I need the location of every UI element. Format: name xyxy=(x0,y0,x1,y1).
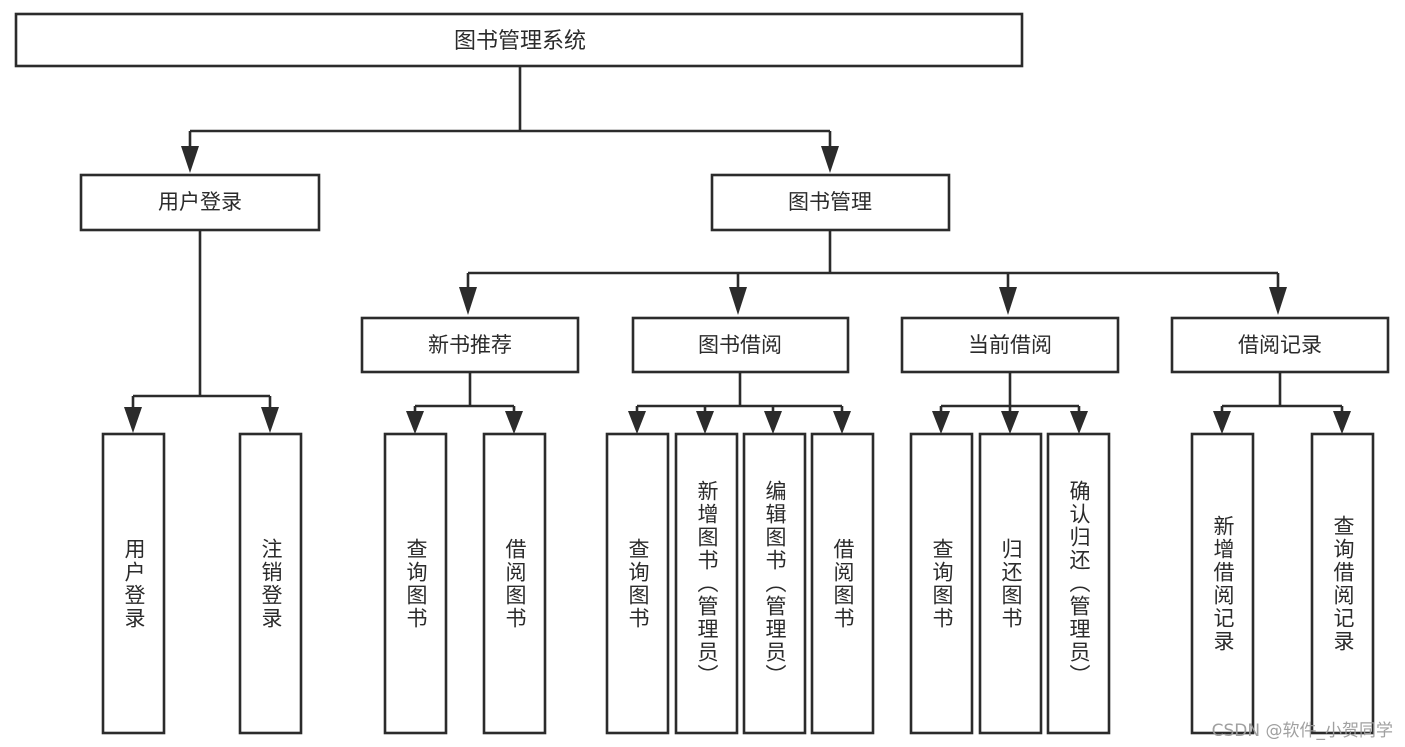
arrow-head-nbr-leaf-1 xyxy=(406,411,424,434)
node-user-login-box[interactable] xyxy=(79,173,321,232)
leaf-boxes-borrow-record xyxy=(1190,432,1375,735)
leaf-box-bb-query-book[interactable] xyxy=(605,432,670,735)
arrow-head-leaf-logout xyxy=(261,407,279,433)
connector-group-book-borrow xyxy=(628,372,851,434)
arrow-head-borrow-record xyxy=(1269,287,1287,315)
leaf-boxes-current-borrow xyxy=(909,432,1111,735)
node-borrow-record-label: 借阅记录 xyxy=(1238,333,1322,357)
node-root[interactable]: 图书管理系统 xyxy=(14,12,1024,68)
arrow-head-cb-leaf-2 xyxy=(1001,411,1019,434)
leaf-box-br-add-record[interactable] xyxy=(1190,432,1255,735)
node-new-book-recommend-box[interactable] xyxy=(360,316,580,374)
node-root-label: 图书管理系统 xyxy=(454,29,586,54)
leaf-box-nbr-query-book[interactable] xyxy=(383,432,448,735)
node-new-book-recommend-label: 新书推荐 xyxy=(428,333,512,357)
arrow-head-current-borrow xyxy=(999,287,1017,315)
arrow-head-br-leaf-1 xyxy=(1213,411,1231,434)
leaf-box-cb-return-book[interactable] xyxy=(978,432,1043,735)
leaf-box-logout[interactable] xyxy=(238,432,303,735)
arrow-head-bb-leaf-3 xyxy=(764,411,782,434)
leaf-box-bb-edit-book[interactable] xyxy=(742,432,807,735)
node-book-borrow-box[interactable] xyxy=(631,316,850,374)
connector-group-root xyxy=(181,66,839,173)
arrow-head-bb-leaf-1 xyxy=(628,411,646,434)
arrow-head-nbr-leaf-2 xyxy=(505,411,523,434)
leaf-box-br-query-record[interactable] xyxy=(1310,432,1375,735)
leaf-box-user-login[interactable] xyxy=(101,432,166,735)
arrow-head-user-login xyxy=(181,146,199,173)
node-user-login[interactable]: 用户登录 xyxy=(79,173,321,232)
node-borrow-record[interactable]: 借阅记录 xyxy=(1170,316,1390,374)
connector-group-borrow-record xyxy=(1213,372,1351,434)
leaf-boxes-user-login xyxy=(101,432,303,735)
arrow-head-cb-leaf-1 xyxy=(932,411,950,434)
node-book-borrow-label: 图书借阅 xyxy=(698,333,782,357)
connector-group-user-login xyxy=(124,230,279,433)
node-current-borrow-box[interactable] xyxy=(900,316,1120,374)
node-book-borrow[interactable]: 图书借阅 xyxy=(631,316,850,374)
connector-group-new-book-recommend xyxy=(406,372,523,434)
csdn-watermark: CSDN @软件_小贺同学 xyxy=(1211,721,1393,741)
node-book-management-box[interactable] xyxy=(710,173,951,232)
arrow-head-cb-leaf-3 xyxy=(1070,411,1088,434)
node-book-management-label: 图书管理 xyxy=(788,190,872,214)
arrow-head-bb-leaf-4 xyxy=(833,411,851,434)
connector-group-current-borrow xyxy=(932,372,1088,434)
node-current-borrow[interactable]: 当前借阅 xyxy=(900,316,1120,374)
leaf-box-bb-add-book[interactable] xyxy=(674,432,739,735)
arrow-head-book-mgmt xyxy=(821,146,839,173)
arrow-head-bb-leaf-2 xyxy=(696,411,714,434)
leaf-boxes-new-book-recommend xyxy=(383,432,547,735)
leaf-box-cb-query-book[interactable] xyxy=(909,432,974,735)
arrow-head-leaf-user-login xyxy=(124,407,142,433)
arrow-head-new-book-recommend xyxy=(459,287,477,315)
node-new-book-recommend[interactable]: 新书推荐 xyxy=(360,316,580,374)
leaf-boxes-book-borrow xyxy=(605,432,875,735)
leaf-box-nbr-borrow-book[interactable] xyxy=(482,432,547,735)
leaf-box-bb-borrow-book[interactable] xyxy=(810,432,875,735)
node-root-box[interactable] xyxy=(14,12,1024,68)
node-borrow-record-box[interactable] xyxy=(1170,316,1390,374)
node-current-borrow-label: 当前借阅 xyxy=(968,333,1052,357)
arrow-head-book-borrow xyxy=(729,287,747,315)
leaf-box-cb-confirm-return[interactable] xyxy=(1046,432,1111,735)
connector-group-book-mgmt xyxy=(459,230,1287,315)
arrow-head-br-leaf-2 xyxy=(1333,411,1351,434)
node-book-management[interactable]: 图书管理 xyxy=(710,173,951,232)
node-user-login-label: 用户登录 xyxy=(158,190,242,214)
